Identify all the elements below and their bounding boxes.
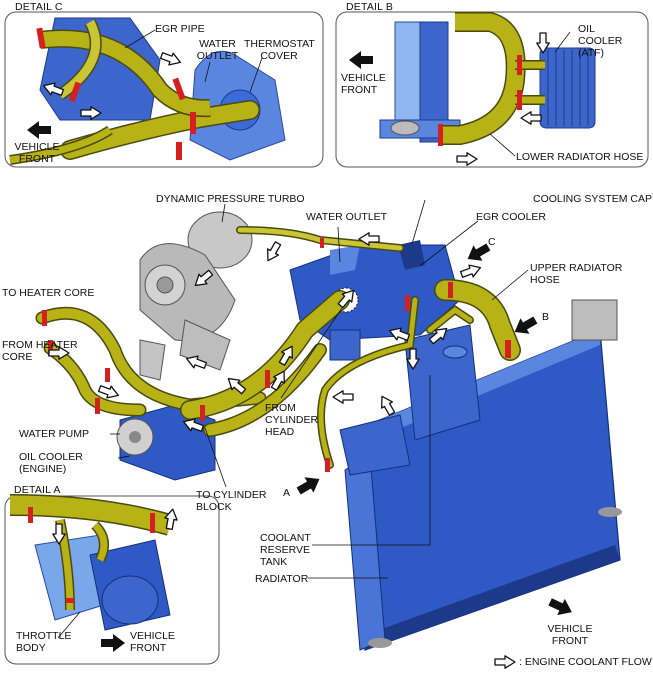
label-vehicle-front-c: VEHICLE FRONT <box>14 141 60 165</box>
label-coolant-reserve-tank: COOLANT RESERVE TANK <box>260 532 311 568</box>
coolant-reserve-tank <box>404 324 481 441</box>
clamp <box>176 142 182 160</box>
clamp <box>517 55 522 75</box>
label-egr-pipe: EGR PIPE <box>155 23 205 35</box>
egr-pipe-main <box>237 227 403 251</box>
label-callout-a: A <box>283 487 291 499</box>
label-egr-cooler: EGR COOLER <box>476 211 547 223</box>
legend-flow-arrow-icon <box>494 655 516 669</box>
clamp <box>68 81 82 103</box>
flow-arrow-icon <box>458 261 484 281</box>
label-to-cylinder-block: TO CYLINDER BLOCK <box>196 489 267 513</box>
radiator-bracket <box>571 299 618 341</box>
flow-arrow-icon <box>261 239 285 265</box>
label-upper-radiator-hose: UPPER RADIATOR HOSE <box>530 262 623 286</box>
label-vehicle-front-b: VEHICLE FRONT <box>341 72 386 96</box>
upper-radiator-hose <box>435 280 520 360</box>
label-radiator: RADIATOR <box>255 573 309 585</box>
detail-b-title: DETAIL B <box>346 1 394 13</box>
lower-radiator-hose-b <box>440 13 525 144</box>
detail-b-panel <box>335 11 649 168</box>
main-coolant-hose <box>181 291 349 419</box>
flow-arrow-icon <box>332 390 354 404</box>
callout-a-arrow-icon <box>294 471 324 499</box>
detail-a-panel <box>4 494 220 665</box>
label-from-heater-core: FROM HEATER CORE <box>2 339 78 363</box>
clamp <box>172 77 186 101</box>
detail-c-title: DETAIL C <box>15 1 63 13</box>
oil-cooler-atf-b <box>539 47 596 129</box>
label-vehicle-front-a: VEHICLE FRONT <box>130 630 175 654</box>
clamp <box>517 90 522 110</box>
label-thermostat-cover: THERMOSTAT COVER <box>244 38 315 62</box>
label-to-heater-core: TO HEATER CORE <box>2 287 95 299</box>
label-callout-b: B <box>542 311 550 323</box>
cooling-system-cap-body <box>398 240 425 270</box>
label-lower-radiator-hose: LOWER RADIATOR HOSE <box>516 151 644 163</box>
label-water-outlet: WATER OUTLET <box>306 211 388 223</box>
vehicle-front-main-arrow-icon <box>546 593 576 621</box>
label-oil-cooler-engine: OIL COOLER (ENGINE) <box>19 451 83 475</box>
label-oil-cooler-atf: OIL COOLER (ATF) <box>578 23 623 59</box>
legend-engine-coolant-flow: : ENGINE COOLANT FLOW <box>519 656 652 668</box>
clamp <box>36 27 46 49</box>
leader-lines <box>110 199 529 579</box>
label-dynamic-pressure-turbo: DYNAMIC PRESSURE TURBO <box>156 193 305 205</box>
label-callout-c: C <box>488 236 496 248</box>
heater-core-hose-out <box>37 308 265 411</box>
label-vehicle-front-main: VEHICLE FRONT <box>547 623 593 647</box>
label-throttle-body: THROTTLE BODY <box>16 630 72 654</box>
label-water-outlet-c: WATER OUTLET <box>196 38 239 62</box>
hose-clamps <box>42 238 511 472</box>
main-assembly <box>35 199 622 651</box>
label-from-cylinder-head: FROM CYLINDER HEAD <box>265 402 319 438</box>
clamp <box>190 112 196 134</box>
label-water-pump: WATER PUMP <box>19 428 89 440</box>
lower-coolant-hose <box>318 297 418 468</box>
hose-c-egr <box>39 31 211 116</box>
egr-pipe-c <box>57 19 101 99</box>
label-cooling-system-cap: COOLING SYSTEM CAP <box>533 193 653 205</box>
detail-c-panel <box>4 11 324 168</box>
detail-a-title: DETAIL A <box>14 484 61 496</box>
heater-core-hose-in <box>45 343 145 415</box>
clamp <box>438 124 443 146</box>
flow-arrow-icon <box>375 392 399 418</box>
